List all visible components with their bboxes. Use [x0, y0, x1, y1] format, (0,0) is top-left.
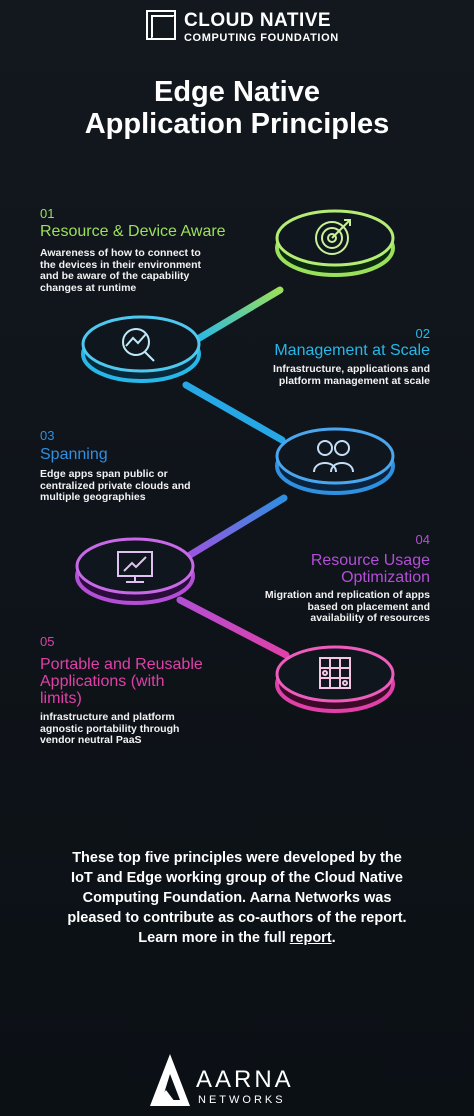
principle-3-number: 03	[40, 428, 55, 443]
principle-4-desc: Migration and replication of apps based …	[264, 589, 430, 624]
disc-4	[72, 532, 198, 605]
analytics-magnifier-icon	[122, 328, 155, 362]
connector-3-4	[186, 494, 288, 559]
org-name-line1: CLOUD NATIVE	[184, 10, 332, 31]
disc-1	[272, 204, 398, 277]
principle-3-desc: Edge apps span public or centralized pri…	[40, 468, 191, 503]
connector-2-3	[182, 381, 286, 444]
principle-2-desc: Infrastructure, applications and platfor…	[273, 363, 430, 387]
brand-subtitle: NETWORKS	[198, 1094, 286, 1106]
disc-2	[78, 310, 204, 383]
users-icon	[313, 440, 354, 473]
principle-2-number: 02	[415, 326, 430, 341]
principle-1-desc: Awareness of how to connect to the devic…	[40, 247, 202, 294]
principle-4-title: Resource Usage Optimization	[310, 552, 430, 586]
disc-5	[272, 640, 398, 713]
principle-5-desc: infrastructure and platform agnostic por…	[40, 711, 180, 746]
org-name-line2: COMPUTING FOUNDATION	[184, 32, 339, 44]
principle-1-number: 01	[40, 206, 55, 221]
principle-5-number: 05	[40, 634, 55, 649]
principle-1-title: Resource & Device Aware	[40, 223, 226, 240]
principle-2-title: Management at Scale	[274, 342, 430, 359]
connector-1-2	[192, 286, 284, 344]
page-title-line2: Application Principles	[84, 108, 390, 140]
monitor-chart-icon	[117, 551, 153, 583]
principle-5-title: Portable and Reusable Applications (with…	[40, 656, 203, 707]
principle-4-number: 04	[415, 532, 430, 547]
report-link[interactable]: report	[289, 930, 332, 946]
connector-4-5	[176, 596, 290, 659]
grid-icon	[319, 657, 351, 689]
cncf-logo: CLOUD NATIVE COMPUTING FOUNDATION	[146, 10, 346, 44]
cncf-logo-icon	[146, 10, 176, 40]
page-title-line1: Edge Native	[154, 76, 320, 108]
aarna-logo-icon	[150, 1054, 190, 1106]
aarna-logo: AARNA NETWORKS	[148, 1052, 338, 1108]
brand-name: AARNA	[196, 1066, 294, 1093]
disc-3	[272, 422, 398, 495]
principle-3-title: Spanning	[40, 446, 108, 463]
connector-lines	[176, 286, 290, 659]
footer-text: These top five principles were developed…	[67, 850, 407, 946]
target-icon	[315, 219, 351, 255]
